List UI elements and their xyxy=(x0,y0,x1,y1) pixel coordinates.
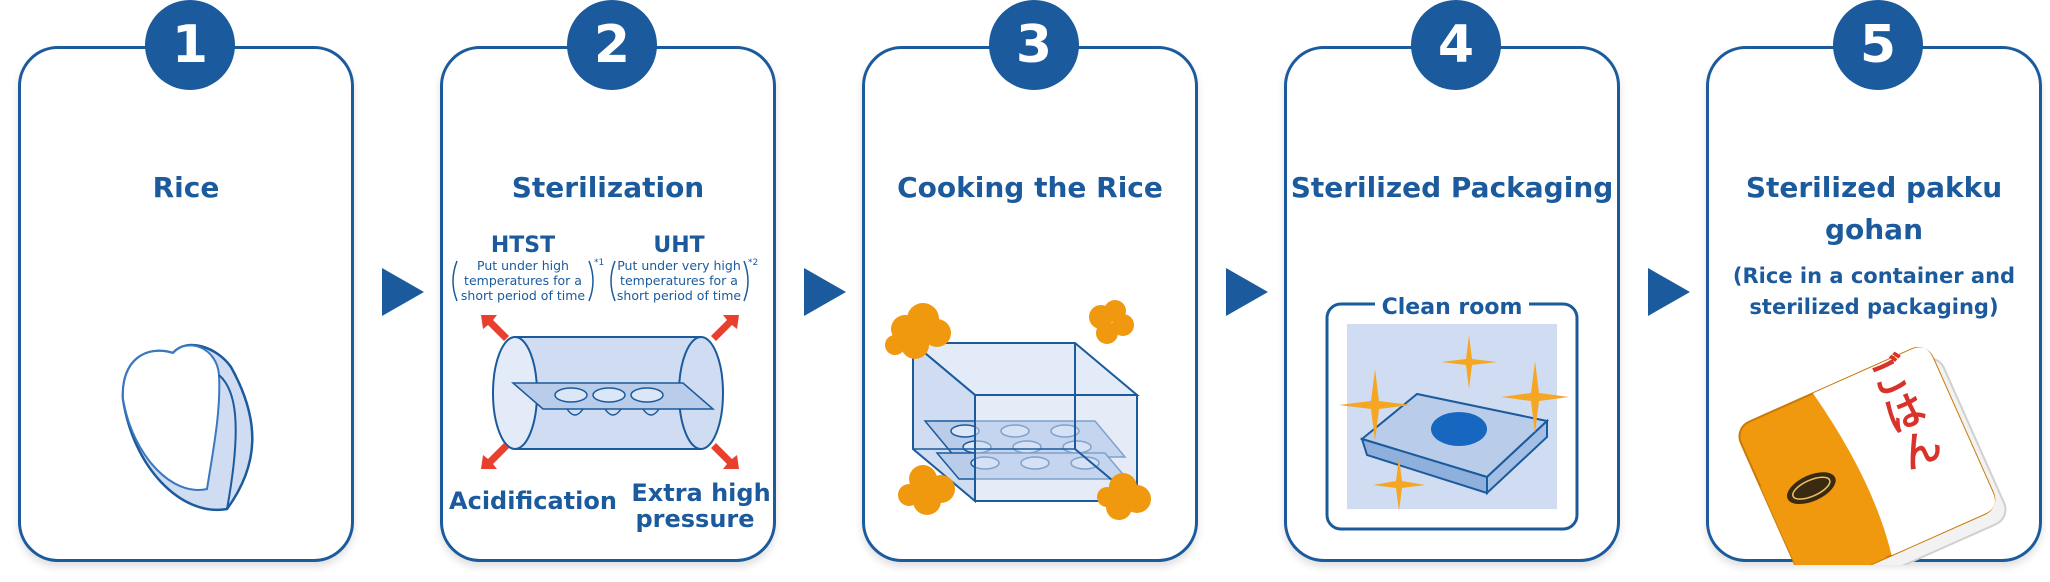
pressure-arrow-icon xyxy=(481,315,509,341)
uht-label: UHT xyxy=(653,233,704,258)
step-subtitle-line2: sterilized packaging) xyxy=(1749,295,1999,319)
pressure-arrow-icon xyxy=(481,443,509,469)
step-title-line2: gohan xyxy=(1824,213,1924,246)
acidification-label: Acidification xyxy=(449,487,617,515)
step-title: Sterilized Packaging xyxy=(1290,171,1614,204)
step-card-cooking: Cooking the Rice xyxy=(862,46,1198,562)
steam-icon xyxy=(898,465,955,515)
rice-package-illustration: ごはん xyxy=(1738,346,2007,565)
pressure-label: Extra high xyxy=(631,479,770,507)
step-number-badge: 4 xyxy=(1411,0,1501,90)
svg-text:short period of time: short period of time xyxy=(461,288,585,303)
svg-text:Put under high: Put under high xyxy=(477,258,569,273)
htst-label: HTST xyxy=(491,233,555,258)
step-number-badge: 3 xyxy=(989,0,1079,90)
step-number-badge: 2 xyxy=(567,0,657,90)
svg-text:temperatures for a: temperatures for a xyxy=(464,273,582,288)
svg-text:Put under very high: Put under very high xyxy=(617,258,741,273)
pressure-arrow-icon xyxy=(711,315,739,341)
steam-icon xyxy=(1097,473,1151,520)
step-card-packaging: Sterilized Packaging Clean room xyxy=(1284,46,1620,562)
step-card-rice: Rice xyxy=(18,46,354,562)
label-seal-icon xyxy=(1787,472,1836,505)
next-arrow-icon xyxy=(382,268,424,316)
cooking-box-illustration xyxy=(885,300,1151,520)
svg-text:temperatures for a: temperatures for a xyxy=(620,273,738,288)
clean-room-illustration: Clean room xyxy=(1325,289,1579,531)
next-arrow-icon xyxy=(804,268,846,316)
step-title: Sterilized pakku xyxy=(1745,171,2003,204)
svg-text:pressure: pressure xyxy=(635,505,754,533)
next-arrow-icon xyxy=(1648,268,1690,316)
step-number-badge: 5 xyxy=(1833,0,1923,90)
sterilization-illustration: HTST Put under high temperatures for a s… xyxy=(449,233,771,533)
step-title: Rice xyxy=(152,171,220,204)
next-arrow-icon xyxy=(1226,268,1268,316)
rice-grain-icon xyxy=(121,343,254,512)
pressure-arrow-icon xyxy=(711,443,739,469)
sparkle-icon xyxy=(1339,335,1569,511)
svg-text:*2: *2 xyxy=(748,258,758,268)
steam-icon xyxy=(885,303,951,359)
step-title: Sterilization xyxy=(511,171,705,204)
step-number-badge: 1 xyxy=(145,0,235,90)
steam-icon xyxy=(1089,300,1134,344)
svg-text:*1: *1 xyxy=(594,258,604,268)
step-card-pakku-gohan: Sterilized pakku gohan (Rice in a contai… xyxy=(1706,46,2042,565)
step-card-sterilization: Sterilization HTST Put under high temper… xyxy=(440,46,776,562)
clean-room-label: Clean room xyxy=(1382,295,1523,320)
step-subtitle: (Rice in a container and xyxy=(1732,264,2016,288)
svg-text:short period of time: short period of time xyxy=(617,288,741,303)
step-title: Cooking the Rice xyxy=(897,171,1163,204)
